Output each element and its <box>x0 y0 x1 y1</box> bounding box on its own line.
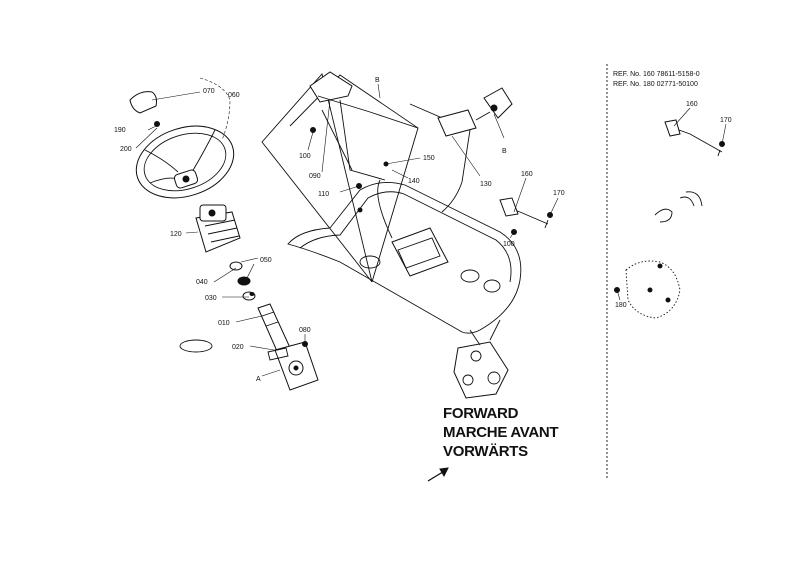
column-cover <box>195 204 241 253</box>
label-ref-160: 160 <box>686 101 698 108</box>
switch-assembly <box>437 87 513 137</box>
label-010: 010 <box>218 320 230 327</box>
label-090: 090 <box>309 173 321 180</box>
label-ref-180: 180 <box>615 302 627 309</box>
steering-cap <box>129 91 160 127</box>
label-130: 130 <box>480 181 492 188</box>
label-170: 170 <box>553 190 565 197</box>
frame <box>287 103 522 334</box>
label-100-left: 100 <box>299 153 311 160</box>
label-150: 150 <box>423 155 435 162</box>
label-120: 120 <box>170 231 182 238</box>
label-100-right: 100 <box>503 241 515 248</box>
label-060: 060 <box>228 92 240 99</box>
label-140: 140 <box>408 178 420 185</box>
direction-de: VORWÄRTS <box>443 443 528 460</box>
label-080: 080 <box>299 327 311 334</box>
label-190: 190 <box>114 127 126 134</box>
direction-en: FORWARD <box>443 405 519 422</box>
label-040: 040 <box>196 279 208 286</box>
reference-section: REF. No. 160 78611-5158-0 REF. No. 180 0… <box>613 71 725 319</box>
label-050: 050 <box>260 257 272 264</box>
part-labels: 070 060 190 200 120 050 040 030 010 080 … <box>114 77 732 383</box>
washers <box>229 261 256 301</box>
steering-wheel <box>135 125 235 199</box>
leader-lines <box>135 83 727 377</box>
forward-arrow-icon <box>427 467 449 482</box>
label-b-upper: B <box>375 77 380 84</box>
label-110: 110 <box>318 191 329 198</box>
ref-line-1: REF. No. 160 78611-5158-0 <box>613 71 700 78</box>
lever-assembly <box>499 197 553 229</box>
direction-block: FORWARD MARCHE AVANT VORWÄRTS <box>427 405 559 482</box>
label-020: 020 <box>232 344 244 351</box>
transmission-unit <box>453 319 509 399</box>
label-030: 030 <box>205 295 217 302</box>
direction-fr: MARCHE AVANT <box>443 424 558 441</box>
label-160: 160 <box>521 171 533 178</box>
label-200: 200 <box>120 146 132 153</box>
label-a: A <box>256 376 261 383</box>
steering-shaft <box>257 303 319 391</box>
label-b-right: B <box>502 148 507 155</box>
dashboard-panel <box>261 71 419 283</box>
ref-line-2: REF. No. 180 02771-50100 <box>613 81 698 88</box>
label-ref-170: 170 <box>720 117 732 124</box>
label-070: 070 <box>203 88 215 95</box>
stamp <box>179 339 213 353</box>
